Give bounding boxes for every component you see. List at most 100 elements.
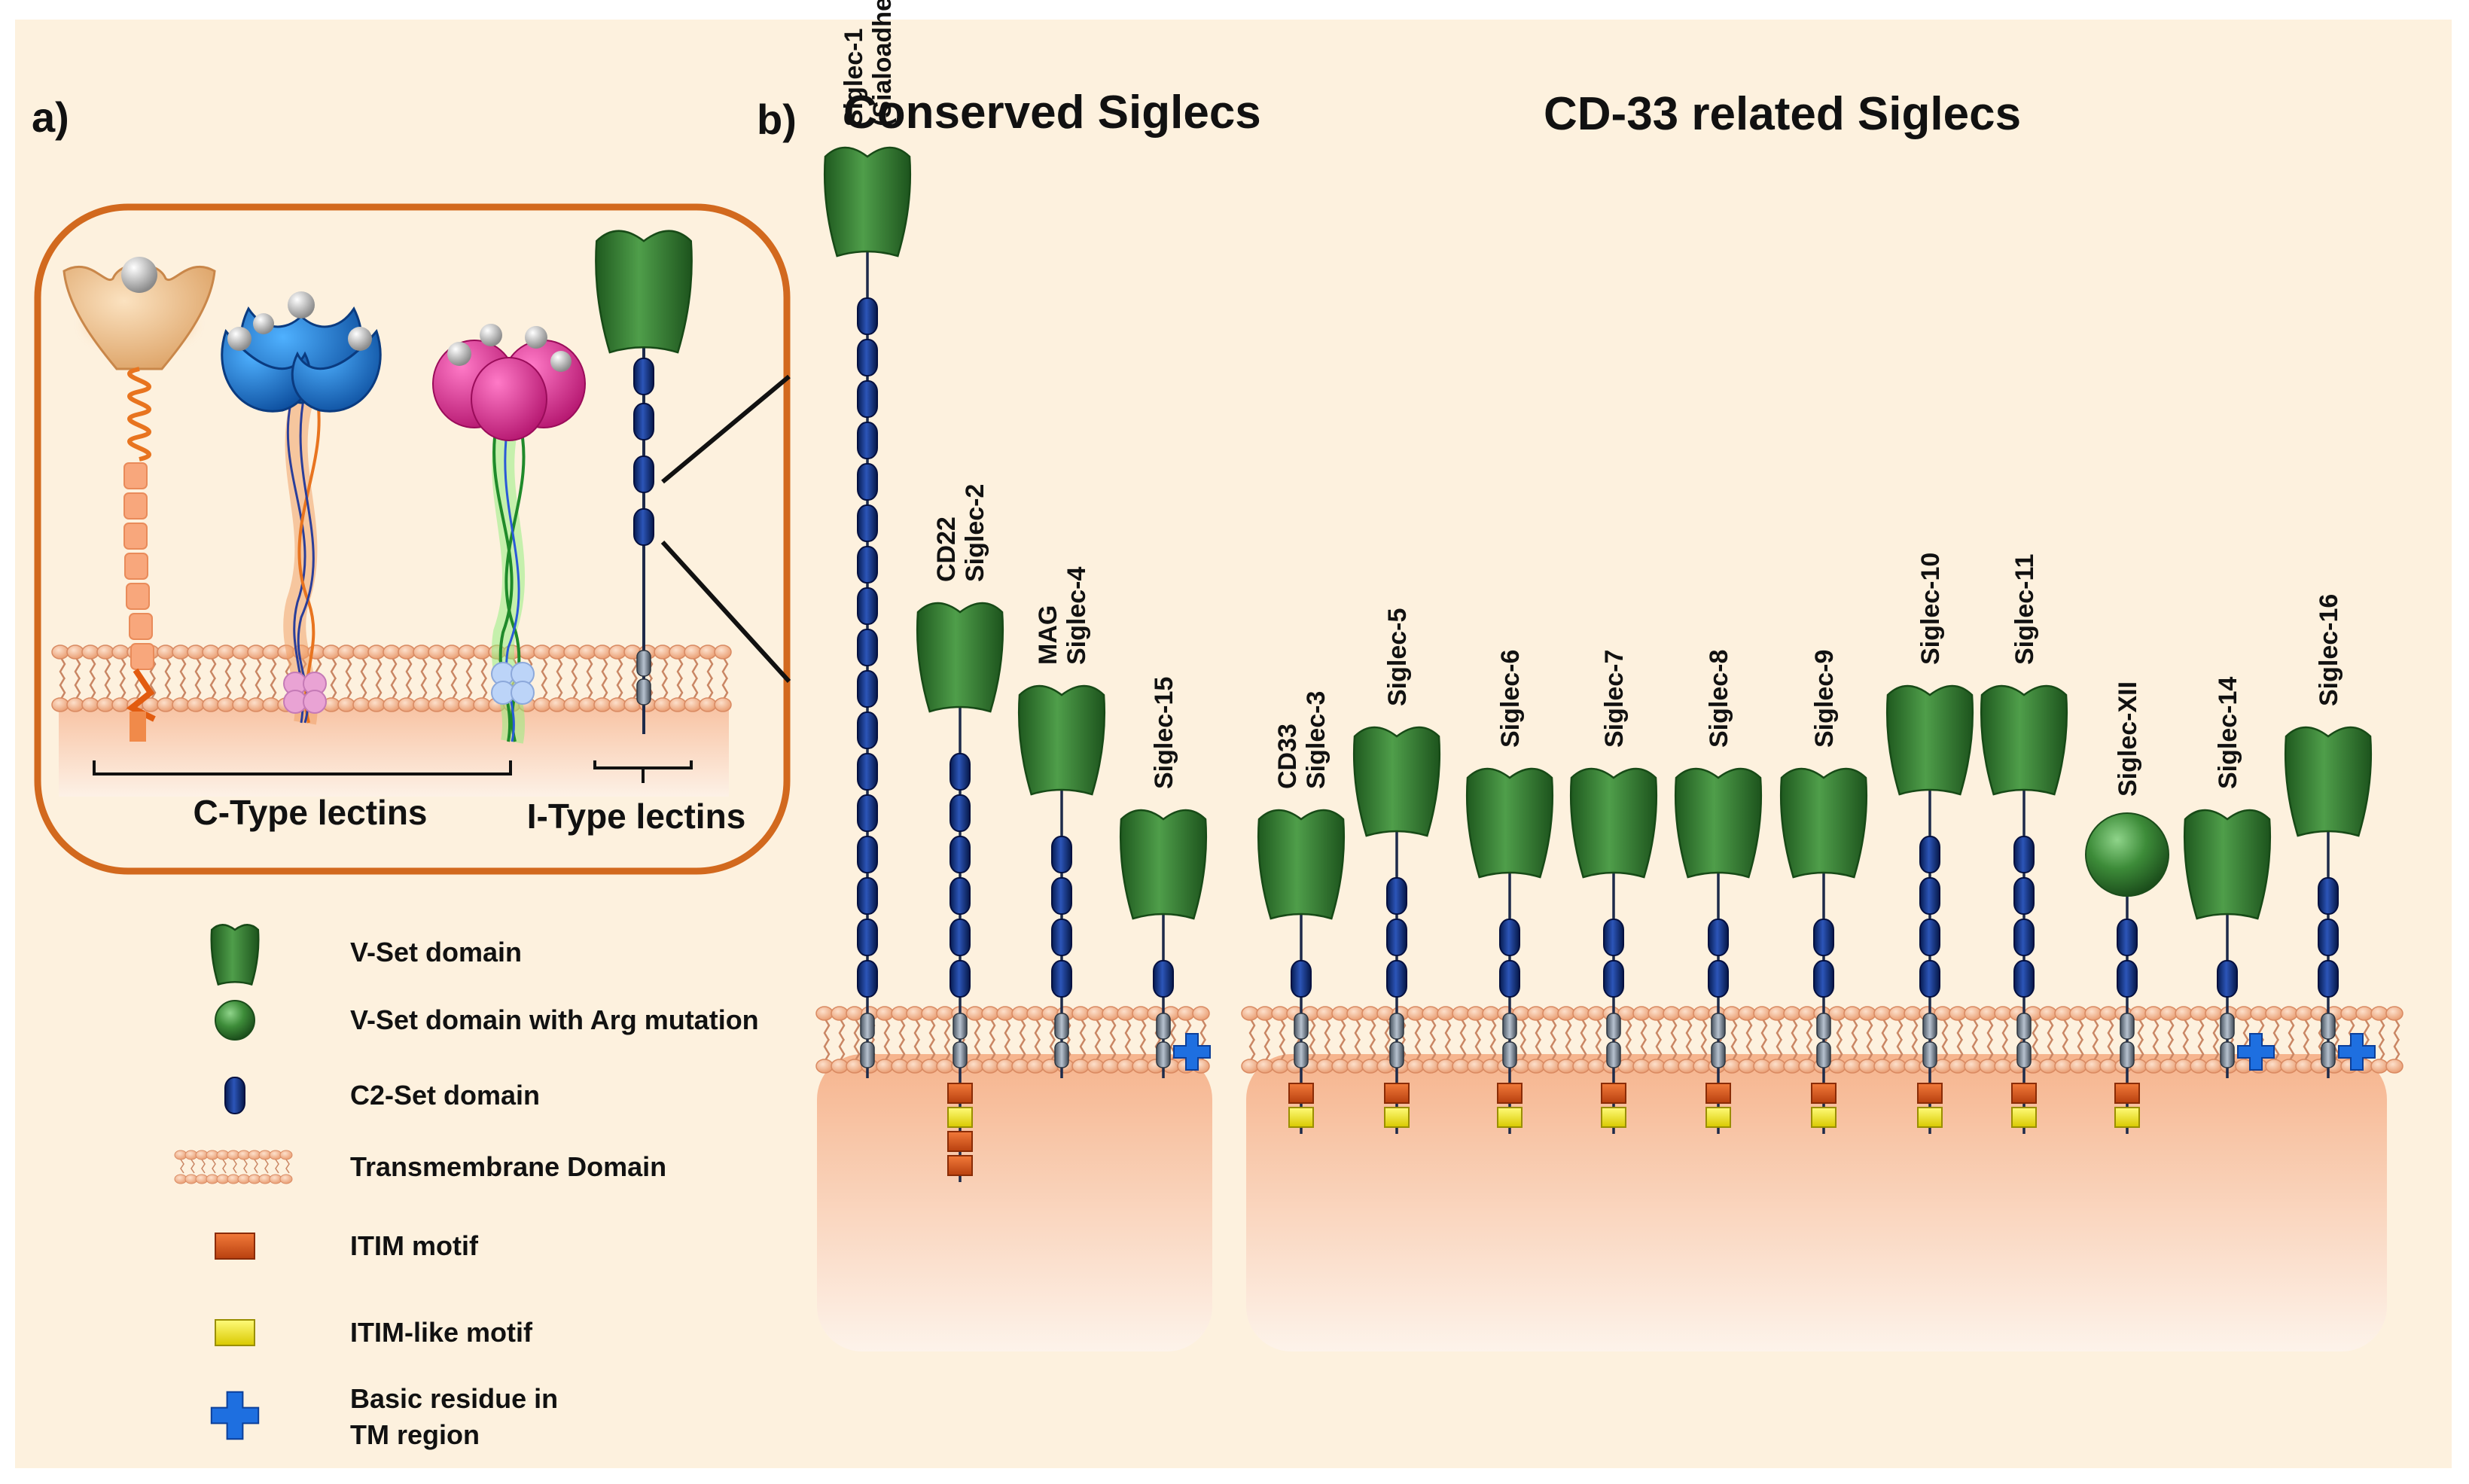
siglec-siglec-16: Siglec-16 [2284, 594, 2376, 1078]
v-set-domain [1352, 726, 1441, 837]
c2-set-domain [1051, 836, 1072, 873]
siglec-siglec-15: Siglec-15 [1119, 677, 1211, 1078]
c2-set-domain [2013, 836, 2035, 873]
siglec-siglec-9: Siglec-9 [1779, 650, 1868, 1134]
c-type-caption: C-Type lectins [194, 793, 428, 832]
v-set-domain [1465, 767, 1554, 879]
transmembrane-segment [2220, 1013, 2235, 1068]
siglec--sialoadhesin-: Siglec-1(Sialoadhesin) [823, 0, 912, 1078]
itim-motif [1811, 1083, 1837, 1104]
transmembrane-segment [1054, 1013, 1069, 1068]
itim-motif [1384, 1083, 1410, 1104]
c2-set-domain [857, 960, 878, 998]
panel-a-cytoplasm [59, 706, 729, 797]
v-set-domain [1119, 809, 1208, 920]
siglec-name-line: Siglec-7 [1600, 650, 1629, 748]
siglec-name-line: Siglec-1 [840, 29, 868, 126]
c2-set-domain [1291, 960, 1312, 998]
c2-set-domain [1919, 960, 1940, 998]
siglec-name-line: CD33 [1273, 724, 1302, 789]
conserved-cytoplasm [817, 1054, 1212, 1351]
siglec-siglec-11: Siglec-11 [1980, 554, 2068, 1134]
c2-set-domain [2117, 919, 2138, 956]
v-set-domain [2183, 809, 2272, 920]
c2-set-domain [857, 919, 878, 956]
basic-residue-plus [1173, 1033, 1211, 1071]
c2-set-domain [1919, 836, 1940, 873]
siglec-name-line: Siglec-3 [1302, 691, 1331, 789]
itim-like-motif [1601, 1107, 1626, 1128]
membrane-bilayer-cd33 [1241, 1006, 2403, 1074]
conserved-title: Conserved Siglecs [843, 87, 1261, 139]
c2-set-domain [1051, 919, 1072, 956]
itim-like-motif [1288, 1107, 1314, 1128]
c2-set-domain [1153, 960, 1174, 998]
legend-label: C2-Set domain [350, 1080, 540, 1111]
siglec-name: Siglec-11 [2010, 554, 2039, 665]
siglec-name: Siglec-XII [2114, 681, 2142, 797]
itim-like-motif [1705, 1107, 1731, 1128]
siglec-name-line: Siglec-15 [1150, 677, 1178, 789]
i-type-c2-domain [633, 358, 654, 395]
v-set-domain [823, 146, 912, 257]
siglec-name-line: Siglec-16 [2315, 594, 2343, 706]
siglec-name-line: Siglec-8 [1705, 650, 1733, 748]
c2-set-domain [857, 546, 878, 584]
i-type-caption: I-Type lectins [527, 797, 746, 836]
itim-motif [1288, 1083, 1314, 1104]
c2-set-domain [1813, 960, 1834, 998]
siglec-siglec-7: Siglec-7 [1569, 650, 1658, 1134]
itim-motif [947, 1131, 973, 1152]
c2-set-domain [857, 297, 878, 335]
c2-set-domain [857, 380, 878, 418]
siglec-name: Siglec-10 [1916, 553, 1945, 665]
transmembrane-segment [1606, 1013, 1621, 1068]
legend-item-transmembrane: Transmembrane Domain [174, 1150, 666, 1184]
c2-set-domain [2217, 960, 2238, 998]
v-set-domain [1569, 767, 1658, 879]
siglec-name: Siglec-14 [2214, 677, 2242, 789]
c2-set-domain [1051, 877, 1072, 915]
siglec-name-line: CD22 [932, 517, 961, 582]
c-type-lectin-tan [62, 257, 216, 742]
siglec-name: Siglec-5 [1383, 608, 1412, 706]
c2-set-domain [857, 463, 878, 501]
basic-residue-icon [210, 1391, 260, 1440]
i-type-lectin [595, 230, 693, 734]
transmembrane-segment [2321, 1013, 2336, 1068]
itim-like-motif [1811, 1107, 1837, 1128]
itim-like-motif [1497, 1107, 1523, 1128]
siglec-name-line: Siglec-XII [2114, 681, 2142, 797]
c2-set-domain [2318, 960, 2339, 998]
transmembrane-segment [1922, 1013, 1937, 1068]
c-type-lectin-blue [221, 291, 382, 725]
panel-a-label: a) [32, 93, 69, 141]
c2-set-domain [1603, 960, 1624, 998]
siglec-siglec-6: Siglec-6 [1465, 650, 1554, 1134]
c2-set-domain [949, 960, 971, 998]
i-type-bracket [593, 760, 693, 783]
c2-set-domain [1919, 877, 1940, 915]
legend-item-itim: ITIM motif [215, 1230, 479, 1261]
siglec-siglec-5: Siglec-5 [1352, 608, 1441, 1134]
transmembrane-segment [2016, 1013, 2032, 1068]
itim-motif [947, 1083, 973, 1104]
siglec-name: Siglec-15 [1150, 677, 1178, 789]
legend-item-c2-set: C2-Set domain [224, 1077, 540, 1114]
c2-set-domain [857, 670, 878, 708]
siglec-name-line: Siglec-5 [1383, 608, 1412, 706]
c2-set-domain [2013, 877, 2035, 915]
legend-label: V-Set domain [350, 937, 522, 967]
v-set-arg-icon [215, 1000, 255, 1041]
transmembrane-segment [860, 1013, 875, 1068]
cd33-cytoplasm [1246, 1054, 2387, 1351]
i-type-c2-domain [633, 508, 654, 546]
v-set-domain [2284, 726, 2373, 837]
c2-set-domain [1386, 877, 1407, 915]
v-set-domain [1779, 767, 1868, 879]
c2-set-domain [1813, 919, 1834, 956]
